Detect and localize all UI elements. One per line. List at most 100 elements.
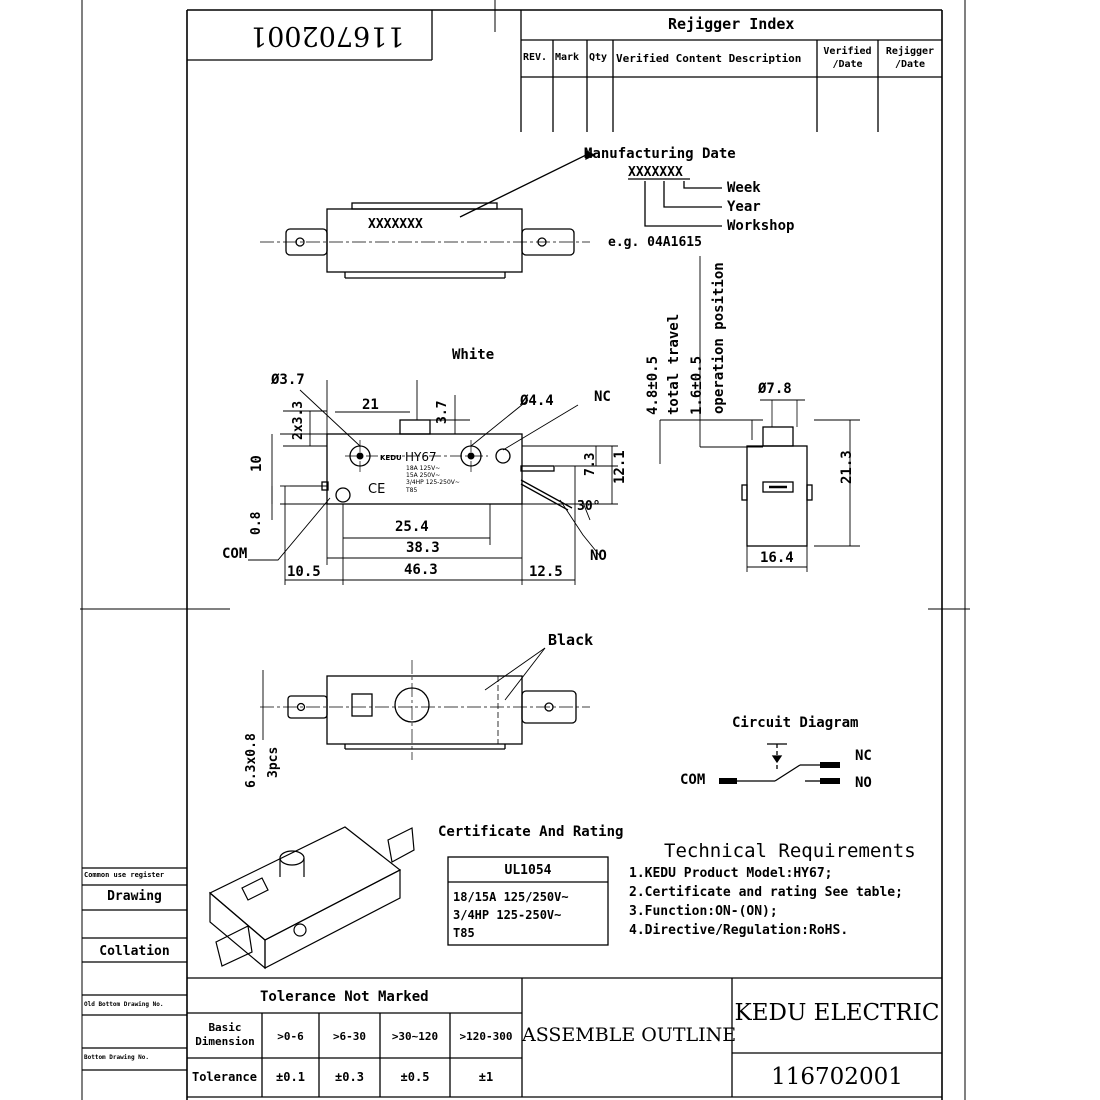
- description-column-header: Verified Content Description: [616, 52, 802, 65]
- dim-73: 7.3: [583, 452, 598, 476]
- operation-position-label: operation position: [711, 262, 727, 414]
- range-120-300: >120-300: [459, 1030, 513, 1043]
- circuit-nc-label: NC: [855, 748, 872, 764]
- circuit-com-label: COM: [680, 772, 706, 788]
- dim-164: 16.4: [760, 550, 794, 566]
- technical-item-3: 3.Function:ON-(ON);: [629, 904, 778, 919]
- mfg-year-label: Year: [727, 199, 761, 215]
- dim-121: 12.1: [612, 450, 628, 484]
- certificate-title: Certificate And Rating: [438, 824, 624, 840]
- common-use-register: Common use register: [84, 871, 165, 879]
- body-t85: T85: [406, 487, 418, 494]
- title-block-lines: [187, 977, 942, 1098]
- circuit-diagram-lines: [719, 743, 840, 784]
- bottom-view-switch: [260, 647, 590, 760]
- body-rating-3: 3/4HP 125-250V~: [406, 479, 460, 486]
- certificate-table: [447, 856, 609, 946]
- revision-table-lines: [520, 10, 942, 132]
- mfg-week-label: Week: [727, 180, 761, 196]
- front-view-dimensions: [248, 380, 618, 585]
- tolerance-value-0-5: ±0.5: [400, 1070, 430, 1084]
- collation-label: Collation: [99, 944, 170, 959]
- mirrored-number-box: [187, 10, 433, 61]
- terminal-size-label: 6.3x0.8: [244, 733, 259, 788]
- mfg-date-label: Manufacturing Date: [584, 146, 736, 162]
- dim-08: 0.8: [249, 511, 264, 535]
- mfg-workshop-label: Workshop: [727, 218, 795, 234]
- dim-463: 46.3: [404, 562, 438, 578]
- top-view-switch: [260, 202, 590, 279]
- rev-column-header: REV.: [523, 52, 548, 63]
- plunger-diameter-78: Ø7.8: [758, 381, 792, 397]
- dim-254: 25.4: [395, 519, 429, 535]
- side-view-switch: [741, 400, 813, 547]
- certificate-line-3: T85: [453, 926, 475, 940]
- front-view-centerlines: [345, 440, 488, 472]
- dim-2x33: 2x3.3: [291, 400, 306, 440]
- drawing-label: Drawing: [107, 889, 162, 904]
- technical-item-1: 1.KEDU Product Model:HY67;: [629, 866, 833, 881]
- body-brand: KEDU: [380, 454, 402, 462]
- body-model: HY67: [405, 450, 437, 464]
- mfg-date-code: XXXXXXX: [628, 165, 683, 180]
- dim-37: 3.7: [435, 400, 450, 424]
- dim-21: 21: [362, 397, 379, 413]
- isometric-switch: [208, 826, 415, 970]
- range-30-120: >30~120: [391, 1030, 439, 1043]
- angle-30: 30°: [577, 499, 601, 514]
- dim-213: 21.3: [839, 450, 855, 484]
- mfg-example: e.g. 04A1615: [608, 235, 702, 250]
- old-bottom-drawing-no: Old Bottom Drawing No.: [84, 1001, 164, 1008]
- qty-column-header: Qty: [589, 52, 608, 63]
- total-travel-value: 4.8±0.5: [645, 355, 661, 415]
- total-travel-label: total travel: [666, 313, 682, 415]
- black-body-label: Black: [548, 631, 594, 649]
- certificate-line-2: 3/4HP 125-250V~: [453, 908, 562, 922]
- range-0-6: >0-6: [277, 1030, 304, 1043]
- white-actuator-label: White: [452, 347, 495, 363]
- com-terminal-label: COM: [222, 546, 248, 562]
- technical-item-4: 4.Directive/Regulation:RoHS.: [629, 923, 849, 938]
- tolerance-value-0-3: ±0.3: [335, 1070, 364, 1084]
- sheet-frame: [80, 0, 970, 1100]
- tolerance-title: Tolerance Not Marked: [260, 989, 429, 1005]
- side-view-dimensions: [659, 256, 860, 572]
- dim-383: 38.3: [406, 540, 440, 556]
- circuit-diagram-title: Circuit Diagram: [732, 715, 859, 731]
- dim-105: 10.5: [287, 564, 321, 580]
- rejigger-column-header: Rejigger /Date: [885, 46, 935, 70]
- mirrored-drawing-number: 116702001: [250, 20, 405, 51]
- technical-item-2: 2.Certificate and rating See table;: [629, 885, 903, 900]
- no-terminal-label: NO: [590, 548, 607, 564]
- range-6-30: >6-30: [332, 1030, 367, 1043]
- technical-title: Technical Requirements: [664, 840, 916, 862]
- revision-index-heading: Rejigger Index: [668, 15, 795, 33]
- tolerance-row-label: Tolerance: [191, 1070, 258, 1084]
- terminal-qty-label: 3pcs: [266, 746, 281, 778]
- certificate-line-1: 18/15A 125/250V~: [453, 890, 569, 904]
- drawing-title: ASSEMBLE OUTLINE: [522, 1024, 737, 1046]
- mfg-date-callout: [459, 149, 722, 227]
- certificate-standard: UL1054: [504, 863, 552, 878]
- hole-diameter-37: Ø3.7: [271, 372, 305, 388]
- bottom-drawing-no: Bottom Drawing No.: [84, 1054, 150, 1061]
- drawing-number: 116702001: [771, 1064, 903, 1090]
- dim-125: 12.5: [529, 564, 563, 580]
- tolerance-value-1: ±1: [478, 1070, 494, 1084]
- left-strip-lines: [82, 867, 187, 1071]
- nc-terminal-label: NC: [594, 389, 611, 405]
- circuit-no-label: NO: [855, 775, 872, 791]
- operation-position-value: 1.6±0.5: [689, 355, 705, 415]
- basic-dimension-label: Basic Dimension: [195, 1021, 255, 1048]
- body-ce-mark: CE: [368, 482, 386, 497]
- mark-column-header: Mark: [555, 52, 580, 63]
- top-view-body-mark: XXXXXXX: [368, 217, 423, 232]
- tolerance-value-0-1: ±0.1: [276, 1070, 305, 1084]
- verified-column-header: Verified /Date: [823, 46, 872, 70]
- body-rating-1: 18A 125V~: [406, 465, 441, 472]
- company-name: KEDU ELECTRIC: [734, 1000, 940, 1026]
- hole-diameter-44: Ø4.4: [520, 393, 554, 409]
- dim-10: 10: [249, 455, 265, 472]
